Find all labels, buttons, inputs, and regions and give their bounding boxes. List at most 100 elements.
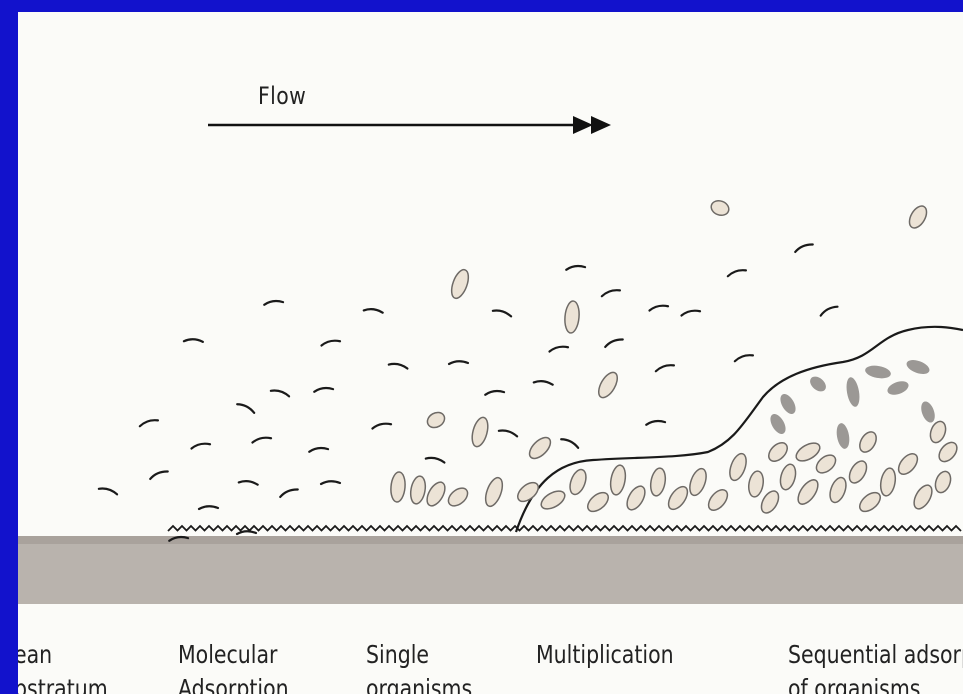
molecule-mark [646, 420, 665, 424]
molecule-mark [237, 531, 256, 534]
slide-border-top [0, 0, 963, 12]
bacterial-cell [705, 486, 731, 513]
slide-border-left [0, 0, 18, 694]
bacterial-cell [526, 434, 554, 462]
molecule-mark [321, 481, 340, 484]
stage-label-line1: ean [18, 638, 108, 672]
molecule-mark [271, 388, 290, 397]
stage-clean-substratum: ean bstratum [18, 638, 108, 694]
bacterial-cell [567, 467, 589, 496]
molecule-mark [139, 419, 158, 427]
molecule-mark [321, 339, 340, 345]
embedded-cell [844, 376, 861, 408]
stage-single-organisms: Single organisms [366, 638, 472, 694]
molecule-mark [734, 354, 753, 362]
bacterial-cell [879, 467, 898, 497]
molecule-mark [309, 447, 328, 451]
bacterial-cell [514, 479, 541, 505]
bacterial-cell [425, 409, 448, 430]
surface-molecule-mark [951, 526, 961, 531]
stage-label-line2: of organisms [788, 672, 963, 694]
bacterial-cell [747, 470, 765, 498]
bacterial-cell [665, 483, 691, 512]
bacterial-cell [595, 369, 621, 400]
molecule-mark [820, 305, 838, 316]
bacterial-cell [623, 483, 648, 513]
embedded-cell [905, 357, 932, 376]
molecule-mark [604, 338, 623, 347]
bacterial-cells [390, 198, 961, 516]
bacterial-cell [827, 475, 849, 504]
molecule-mark [549, 345, 568, 351]
molecule-mark [649, 304, 668, 310]
bacterial-cell [445, 485, 471, 510]
bacterial-cell [813, 452, 839, 477]
embedded-cell [886, 379, 911, 398]
molecule-mark [237, 402, 255, 414]
bacterial-cell [895, 450, 921, 477]
molecule-mark [389, 362, 408, 370]
molecule-mark [191, 442, 210, 448]
bacterial-cell [793, 439, 823, 464]
bacterial-cell [758, 488, 782, 516]
bacterial-cell [649, 467, 668, 497]
bacterial-cell [609, 464, 628, 496]
molecule-mark [493, 308, 512, 317]
bacterial-cell [727, 451, 750, 482]
bacterial-cell [856, 429, 879, 455]
bacterial-cell [794, 477, 822, 508]
bacterial-cell [765, 439, 790, 464]
flow-arrow-icon [208, 116, 611, 134]
stage-label-line2: Adsorption [178, 672, 289, 694]
molecule-mark [794, 243, 813, 252]
embedded-cell [777, 391, 798, 416]
stage-sequential-adsorption: Sequential adsorptio of organisms [788, 638, 963, 694]
embedded-cell [864, 364, 892, 380]
bacterial-cell [390, 471, 407, 502]
molecule-mark [252, 436, 271, 442]
diagram-canvas [18, 12, 963, 694]
molecule-mark [534, 380, 553, 386]
stage-label-line1: Molecular [178, 638, 289, 672]
bacterial-cell [910, 482, 935, 512]
biofilm-diagram: Flow ean bstratum Molecular Adsorption S… [18, 12, 963, 694]
bacterial-cell [538, 487, 568, 512]
embedded-cell [835, 422, 851, 450]
embedded-cell [919, 400, 938, 425]
bacterial-cell [778, 463, 798, 492]
flow-label: Flow [258, 82, 306, 110]
bacterial-cell [936, 439, 961, 465]
bacterial-cell [928, 419, 949, 444]
molecule-mark [149, 470, 168, 479]
bacterial-cell [482, 476, 505, 509]
molecule-mark [184, 338, 203, 342]
molecule-mark [99, 486, 118, 495]
bacterial-cell [687, 466, 710, 497]
bacterial-cell [448, 268, 471, 301]
bacterial-cell [409, 475, 428, 505]
embedded-cells-dark [767, 357, 937, 450]
bacterial-cell [564, 300, 581, 333]
bacterial-cell [846, 458, 870, 486]
stage-molecular-adsorption: Molecular Adsorption [178, 638, 289, 694]
molecule-mark [655, 364, 674, 372]
bacterial-cell [423, 479, 448, 509]
molecule-mark [239, 480, 258, 486]
molecule-mark [314, 387, 333, 391]
bacterial-cell [469, 416, 490, 449]
molecule-mark [566, 265, 585, 269]
bacterial-cell [856, 489, 883, 515]
stage-multiplication: Multiplication [536, 638, 674, 672]
bacterial-cell [933, 469, 954, 494]
embedded-cell [807, 374, 829, 395]
molecule-mark [426, 456, 445, 464]
molecule-mark [364, 308, 383, 314]
stage-label-line1: Single [366, 638, 472, 672]
stage-label-line2: bstratum [18, 672, 108, 694]
substratum-shade [18, 536, 963, 544]
stage-label-line2: organisms [366, 672, 472, 694]
molecule-mark [199, 506, 218, 509]
molecule-mark [561, 437, 579, 449]
molecule-mark [372, 422, 391, 428]
molecule-mark [727, 269, 746, 277]
